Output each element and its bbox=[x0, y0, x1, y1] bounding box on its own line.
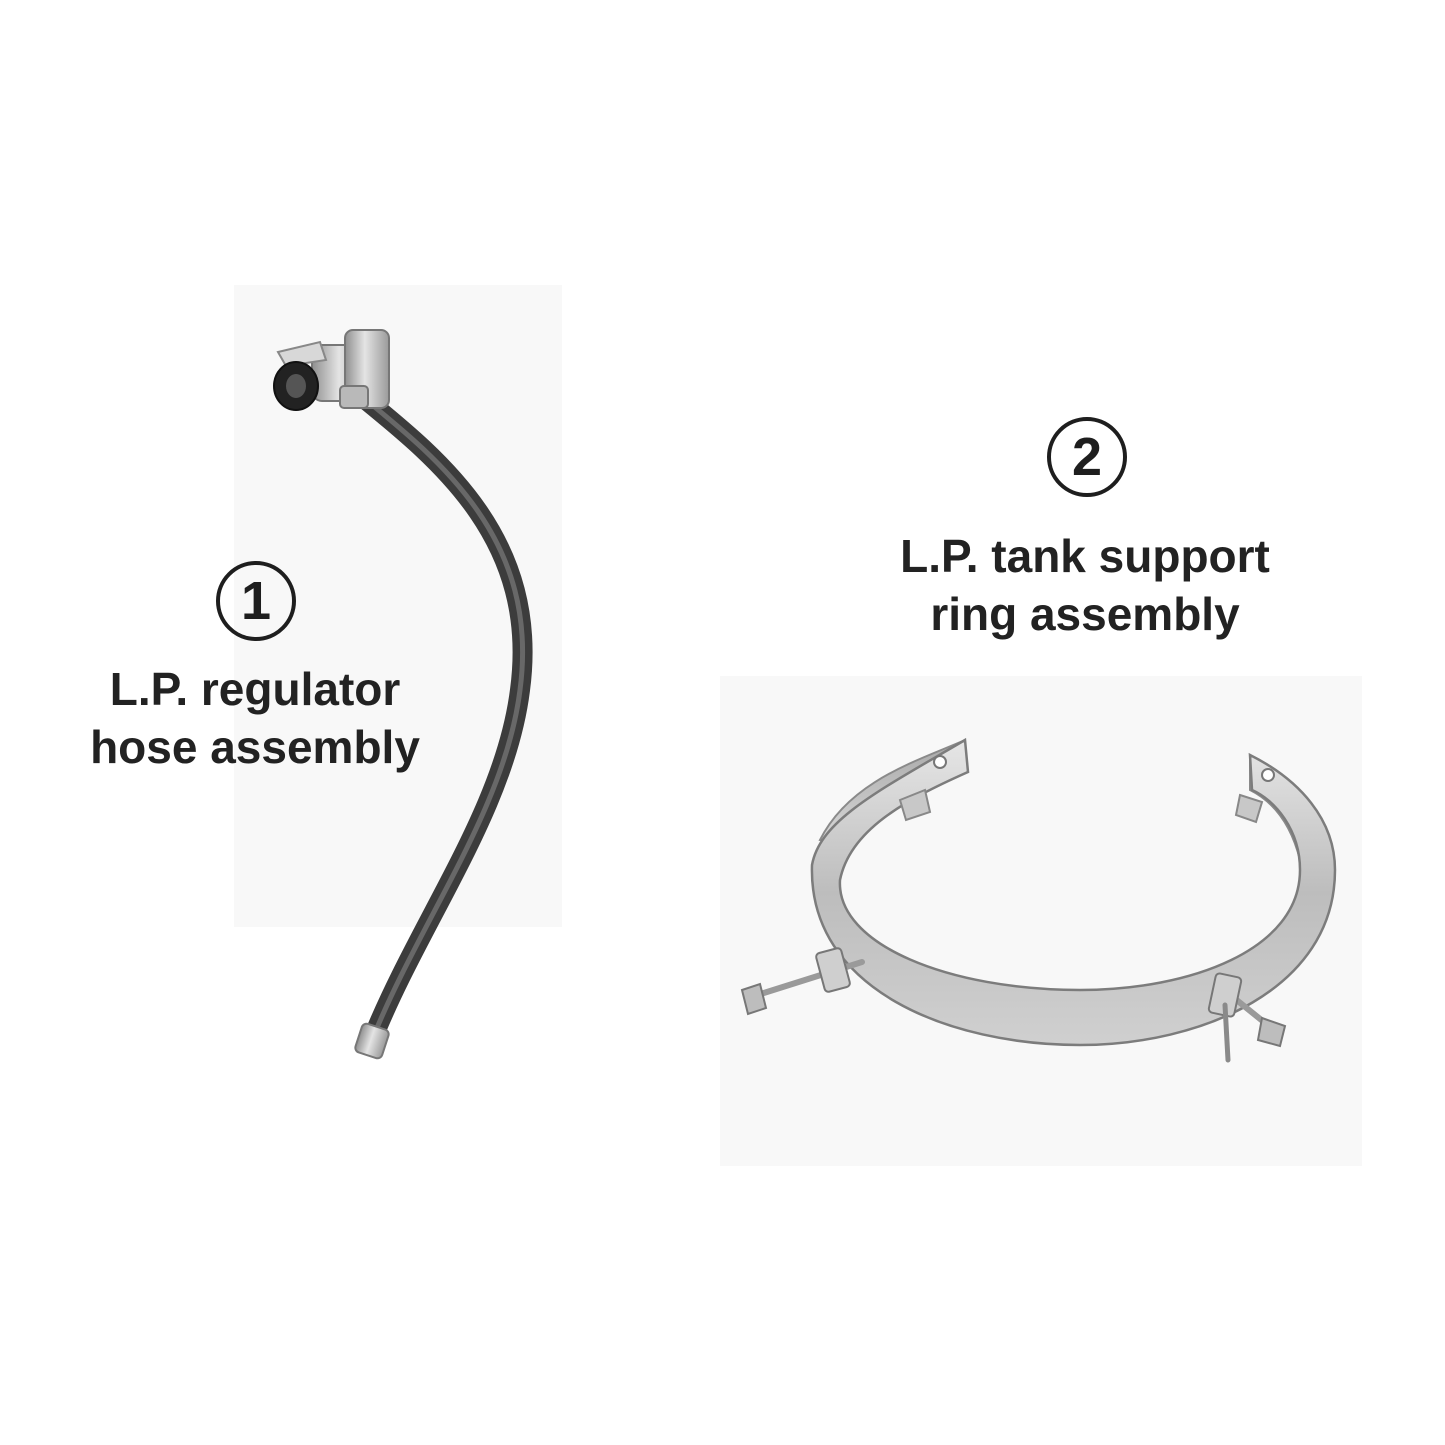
part-number-1: 1 bbox=[240, 571, 272, 631]
part-number-badge-1: 1 bbox=[216, 561, 296, 641]
part-label-1: L.P. regulator hose assembly bbox=[40, 660, 470, 776]
part-label-2-line-2: ring assembly bbox=[930, 588, 1240, 640]
part-label-1-line-2: hose assembly bbox=[90, 721, 420, 773]
part-number-2: 2 bbox=[1071, 427, 1103, 487]
part-number-badge-2: 2 bbox=[1047, 417, 1127, 497]
part-label-2-line-1: L.P. tank support bbox=[900, 530, 1270, 582]
part-label-2: L.P. tank support ring assembly bbox=[840, 527, 1330, 643]
part-label-1-line-1: L.P. regulator bbox=[109, 663, 401, 715]
